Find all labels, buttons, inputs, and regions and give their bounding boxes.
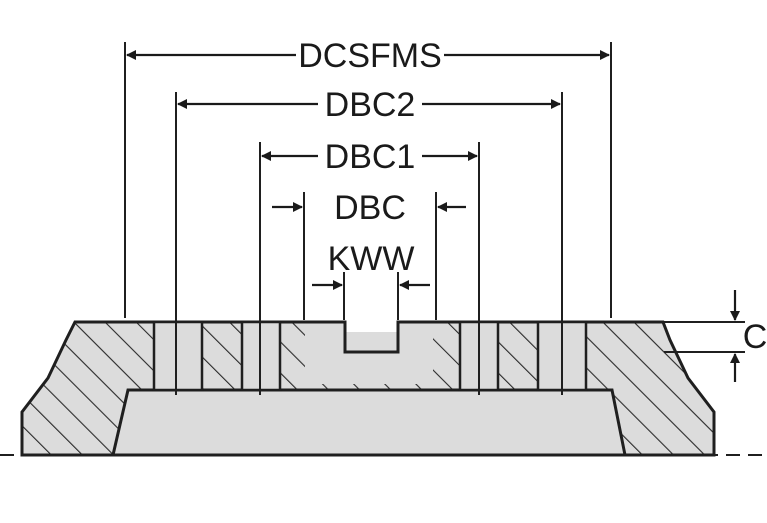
bore-left-outer	[152, 320, 204, 392]
extension-lines	[124, 42, 745, 395]
dimension-lines	[126, 50, 740, 382]
label-dbc2: DBC2	[325, 86, 416, 124]
label-dcsfms: DCSFMS	[298, 37, 442, 75]
label-kww: KWW	[328, 240, 415, 278]
label-dbc1: DBC1	[325, 138, 416, 176]
keyway	[305, 320, 433, 354]
inner-cavity	[111, 322, 627, 457]
label-c: C	[743, 318, 767, 356]
label-dbc: DBC	[334, 189, 406, 227]
